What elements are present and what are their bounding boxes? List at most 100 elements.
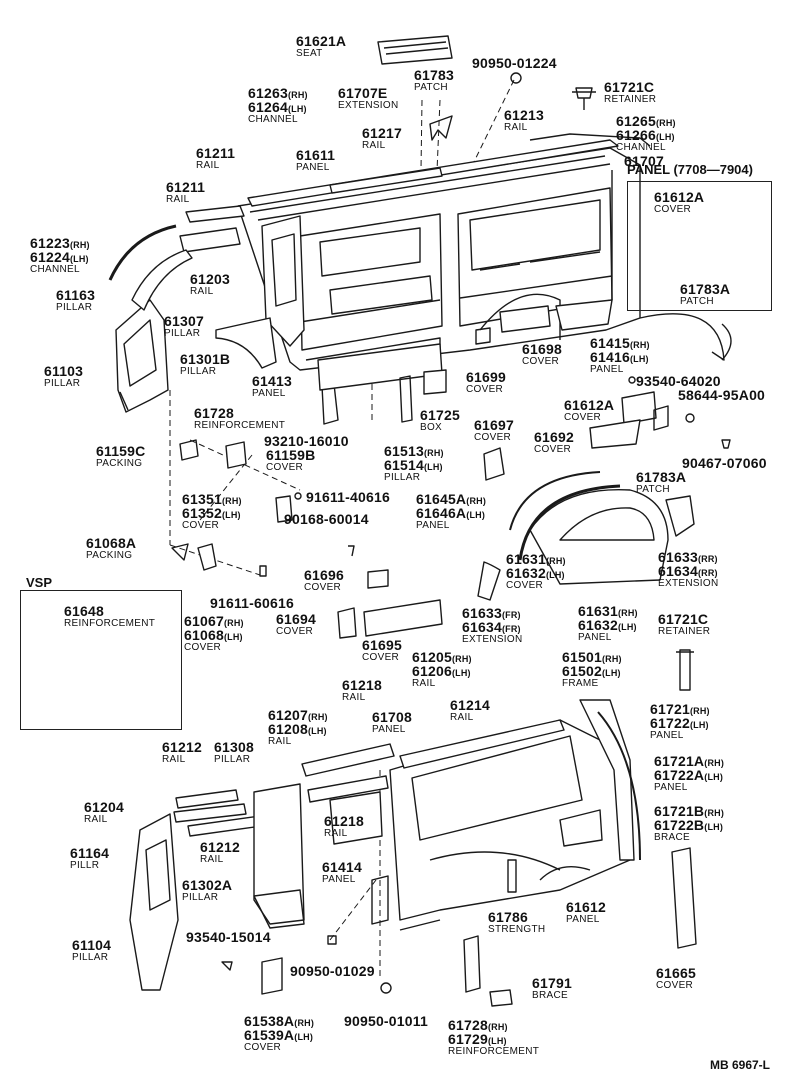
part-name: REINFORCEMENT: [194, 420, 286, 431]
part-number: 61721A(RH): [654, 753, 725, 769]
part-number: 61633(FR): [462, 605, 521, 621]
panel-7708-label: PANEL (7708—7904): [627, 162, 753, 177]
part-number: 61501(RH): [562, 649, 622, 665]
part-name: RAIL: [166, 194, 190, 205]
part-label-61631b: 61631(RH)61632(LH)PANEL: [578, 604, 638, 643]
part-number: 61722(LH): [650, 715, 709, 731]
cover-61696: [367, 569, 389, 589]
part-number: 61645A(RH): [416, 491, 487, 507]
cover-61695: [363, 599, 443, 637]
part-label-61223: 61223(RH)61224(LH)CHANNEL: [30, 236, 90, 275]
cover-61665: [671, 847, 697, 949]
part-name: PILLAR: [164, 328, 201, 339]
part-number: 93540-64020: [636, 373, 721, 389]
part-number: 61224(LH): [30, 249, 89, 265]
inset-panel-61707: [627, 181, 772, 311]
part-number: 61068A: [86, 535, 137, 551]
part-number: 61728(RH): [448, 1017, 508, 1033]
part-name: BOX: [420, 422, 443, 433]
part-number: 61211: [196, 145, 236, 161]
part-number: 61729(LH): [448, 1031, 507, 1047]
part-name: PATCH: [414, 82, 448, 93]
part-name: COVER: [244, 1042, 282, 1053]
part-name: COVER: [466, 384, 504, 395]
part-number: 61646A(LH): [416, 505, 486, 521]
reinforcement-61728b: [463, 935, 481, 993]
part-name: PATCH: [680, 296, 714, 307]
part-name: RAIL: [162, 754, 186, 765]
part-name: RAIL: [196, 160, 220, 171]
part-name: RAIL: [342, 692, 366, 703]
part-number: 61207(RH): [268, 707, 328, 723]
part-label-58644: 58644-95A00: [678, 388, 765, 402]
pillar-61302a: [253, 889, 305, 929]
vsp-title: VSP: [26, 575, 53, 590]
part-number: 61413: [252, 373, 292, 389]
part-number: 61538A(RH): [244, 1013, 315, 1029]
part-label-61633rr: 61633(RR)61634(RR)EXTENSION: [658, 550, 719, 589]
part-number: 61218: [342, 677, 382, 693]
part-number: 61539A(LH): [244, 1027, 314, 1043]
part-number: 61211: [166, 179, 206, 195]
panel-61415: [555, 299, 613, 331]
part-label-61728b: 61728(RH)61729(LH)REINFORCEMENT: [448, 1018, 539, 1057]
part-number: 61266(LH): [616, 127, 675, 143]
part-number: 61721(RH): [650, 701, 710, 717]
part-number: 61208(LH): [268, 721, 327, 737]
brace-61791: [489, 989, 513, 1007]
part-label-61633fr: 61633(FR)61634(FR)EXTENSION: [462, 606, 523, 645]
part-number: 61204: [84, 799, 124, 815]
pillar-61163: [131, 249, 193, 311]
part-name: PATCH: [636, 484, 670, 495]
packing-61068a: [171, 543, 189, 561]
part-name: COVER: [564, 412, 602, 423]
part-name: COVER: [522, 356, 560, 367]
part-label-61415: 61415(RH)61416(LH)PANEL: [590, 336, 650, 375]
pillar-61307: [261, 215, 305, 347]
screw-93540-15014: [221, 961, 233, 971]
part-number: 61514(LH): [384, 457, 443, 473]
bolt-91611-60616: [259, 565, 267, 577]
part-number: 93210-16010: [264, 433, 349, 449]
part-label-91611-40616: 91611-40616: [306, 490, 390, 504]
part-number: 61665: [656, 965, 696, 981]
part-name: PILLAR: [384, 472, 421, 483]
patch-61783a-mid: [653, 405, 669, 431]
extension-61633rr: [665, 495, 695, 537]
part-name: PANEL: [578, 632, 612, 643]
rail-61217: [329, 167, 443, 194]
part-number: 61164: [70, 845, 110, 861]
part-label-90950-01029: 90950-01029: [290, 964, 375, 978]
part-number: 61414: [322, 859, 362, 875]
bolt-90467: [721, 439, 731, 449]
part-name: COVER: [654, 204, 692, 215]
part-name: PILLAR: [180, 366, 217, 377]
part-name: EXTENSION: [658, 578, 719, 589]
part-name: PANEL: [590, 364, 624, 375]
part-name: COVER: [474, 432, 512, 443]
part-number: 61725: [420, 407, 460, 423]
reference-code: MB 6967-L: [709, 1058, 770, 1072]
part-number: 61694: [276, 611, 316, 627]
part-number: 61301B: [180, 351, 231, 367]
rail-61218b: [329, 791, 383, 845]
